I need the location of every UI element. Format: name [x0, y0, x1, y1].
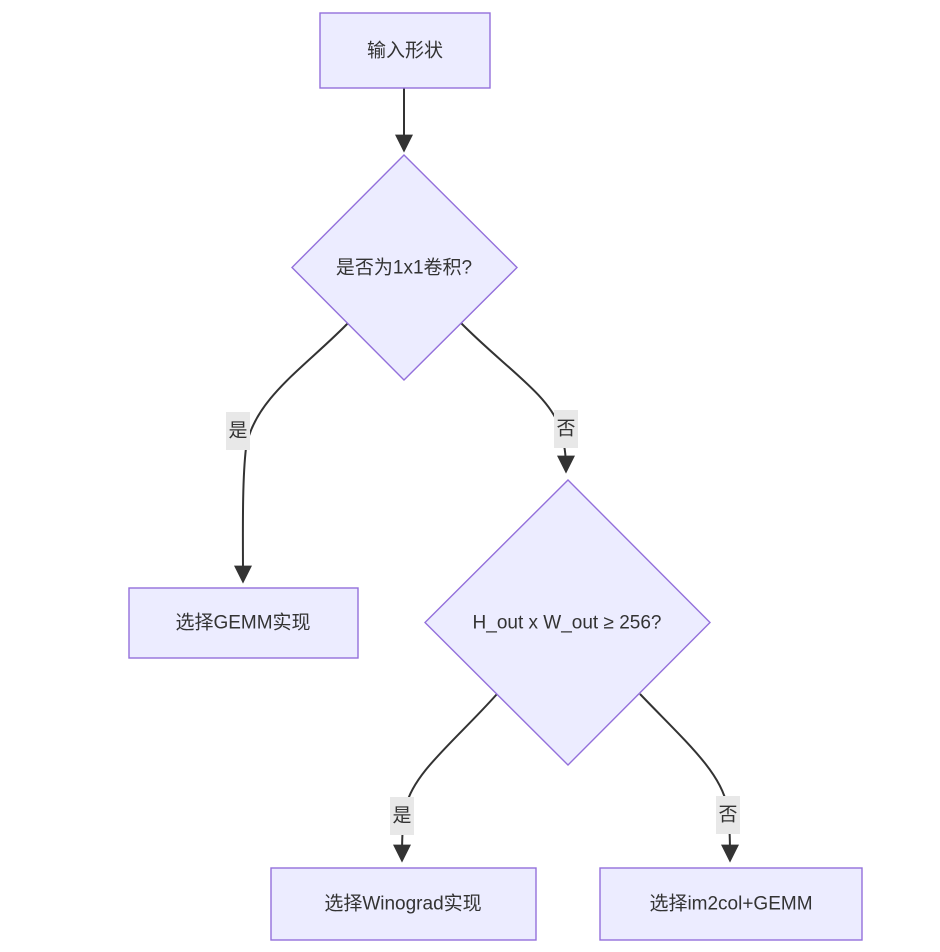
edge-label-text: 是	[228, 421, 247, 442]
node-label: H_out x W_out ≥ 256?	[473, 613, 662, 634]
edge-label-bg	[226, 412, 250, 450]
edge-label-bg	[390, 797, 414, 835]
node-box	[319, 12, 491, 89]
edge-label-yes-2: 是	[390, 797, 414, 835]
node-label: 选择im2col+GEMM	[649, 893, 812, 915]
node-im2col-gemm: 选择im2col+GEMM	[599, 867, 863, 941]
edge-label-text: 否	[556, 419, 575, 440]
nodes: 输入形状 是否为1x1卷积? 选择GEMM实现 H_out x W_out ≥ …	[128, 12, 863, 941]
node-winograd: 选择Winograd实现	[270, 867, 537, 941]
node-box	[128, 587, 359, 659]
edges	[233, 88, 739, 863]
node-label: 是否为1x1卷积?	[336, 257, 472, 279]
edge-label-text: 否	[718, 805, 737, 826]
edge-label-no-1: 否	[554, 410, 578, 448]
edge-label-text: 是	[392, 806, 411, 827]
edge-decision2-to-winograd	[393, 693, 498, 863]
edge-decision2-to-im2col	[639, 693, 739, 863]
node-decision-output-size: H_out x W_out ≥ 256?	[424, 479, 711, 766]
edge-label-bg	[716, 796, 740, 834]
node-input-shape: 输入形状	[319, 12, 491, 89]
node-diamond	[291, 154, 518, 381]
node-gemm: 选择GEMM实现	[128, 587, 359, 659]
node-diamond	[424, 479, 711, 766]
edge-label-bg	[554, 410, 578, 448]
node-box	[270, 867, 537, 941]
node-label: 选择GEMM实现	[175, 612, 310, 634]
edge-label-no-2: 否	[716, 796, 740, 834]
edge-labels: 是 否 是 否	[226, 410, 740, 835]
edge-decision1-to-gemm	[233, 320, 351, 584]
edge-label-yes-1: 是	[226, 412, 250, 450]
node-box	[599, 867, 863, 941]
node-decision-1x1-conv: 是否为1x1卷积?	[291, 154, 518, 381]
node-label: 输入形状	[367, 40, 443, 62]
edge-decision1-to-decision2	[458, 320, 575, 474]
node-label: 选择Winograd实现	[324, 893, 481, 915]
